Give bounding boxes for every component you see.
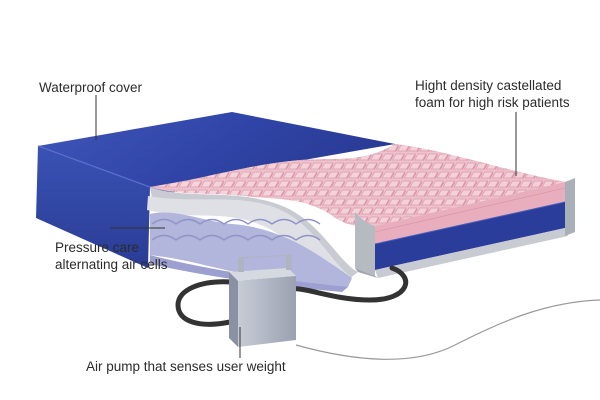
- blue-base: [374, 201, 566, 270]
- label-air-line1: Pressure care: [55, 240, 140, 255]
- grey-frame: [355, 178, 575, 278]
- air-hose: [175, 265, 409, 327]
- label-foam-line2: foam for high risk patients: [415, 95, 570, 110]
- air-pump: [229, 254, 296, 347]
- label-foam-line1: Hight density castellated: [415, 78, 562, 93]
- castellated-foam: [150, 144, 566, 244]
- power-cord: [295, 299, 600, 360]
- label-air-cells: Pressure care alternating air cells: [55, 239, 168, 273]
- label-pump-text: Air pump that senses user weight: [86, 359, 286, 374]
- label-air-line2: alternating air cells: [55, 257, 168, 272]
- air-cells: [150, 212, 352, 292]
- label-waterproof-cover-text: Waterproof cover: [39, 80, 143, 95]
- label-castellated-foam: Hight density castellated foam for high …: [415, 77, 570, 111]
- label-waterproof-cover: Waterproof cover: [39, 79, 142, 96]
- label-air-pump: Air pump that senses user weight: [86, 358, 286, 375]
